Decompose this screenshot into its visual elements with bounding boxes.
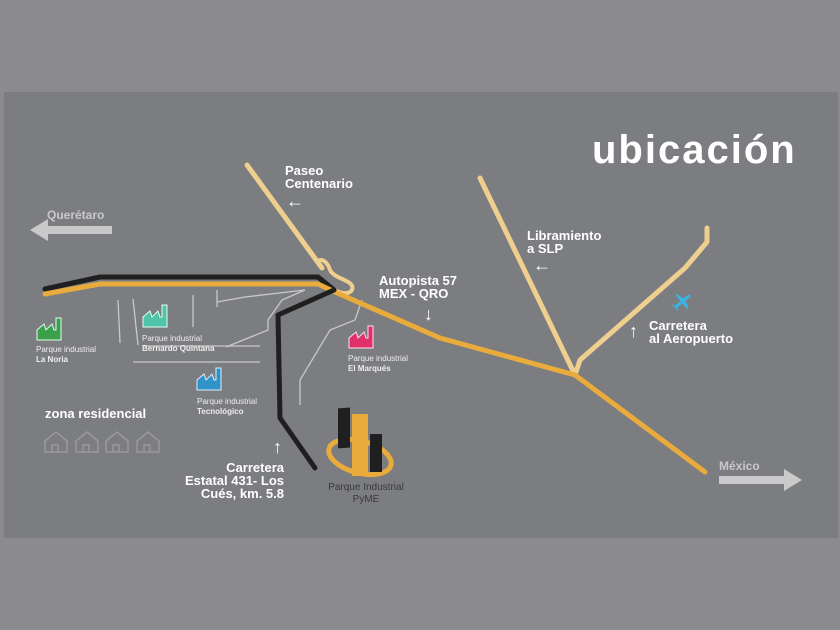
libramiento-label: Libramiento a SLP — [527, 228, 602, 256]
map-panel — [4, 92, 838, 538]
page-title: ubicación — [592, 128, 797, 172]
mexico-arrow-icon — [719, 469, 802, 491]
paseo-centenario-label: Paseo Centenario — [285, 163, 353, 191]
paseo-centenario-road — [244, 162, 325, 271]
estatal-label: Carretera Estatal 431- Los Cués, km. 5.8 — [185, 460, 284, 501]
airplane-icon — [672, 294, 691, 312]
black-road-west — [42, 274, 337, 293]
autopista-label: Autopista 57 MEX - QRO — [379, 273, 458, 301]
factory-icon-la-noria — [36, 317, 62, 341]
logo-line2: PyME — [352, 494, 380, 505]
left-arrow-icon: ← — [286, 191, 304, 211]
factory-icon-tecnologico — [196, 367, 222, 391]
factory-icon-bernardo-quintana — [142, 304, 168, 328]
down-arrow-icon: ↓ — [424, 304, 433, 324]
left-arrow-icon: ← — [533, 255, 551, 275]
mexico-label: México — [719, 459, 760, 473]
up-arrow-icon: ↑ — [273, 437, 282, 457]
up-arrow-icon: ↑ — [629, 321, 638, 341]
queretaro-arrow-icon — [30, 219, 112, 241]
factory-icon-el-marques — [348, 325, 374, 349]
queretaro-label: Querétaro — [47, 208, 105, 222]
aeropuerto-road — [572, 225, 710, 378]
local-streets — [117, 289, 363, 405]
libramiento-road — [477, 175, 578, 378]
aeropuerto-label: Carretera al Aeropuerto — [649, 318, 734, 346]
logo-line1: Parque Industrial — [328, 482, 404, 493]
zona-residencial-label: zona residencial — [45, 406, 147, 421]
pyme-logo-text: Parque Industrial PyME — [316, 482, 416, 506]
factory-icons — [36, 304, 374, 391]
estatal-431-road — [275, 287, 337, 471]
pyme-logo-icon — [326, 407, 394, 478]
residential-house-icons — [44, 431, 160, 453]
